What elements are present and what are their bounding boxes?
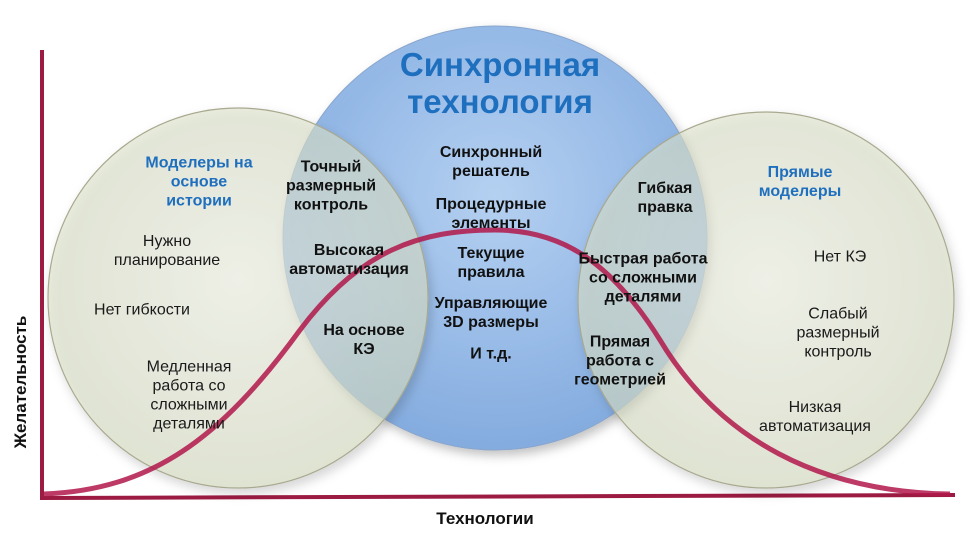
x-axis (39, 493, 956, 500)
left-circle (47, 107, 429, 489)
left-item: Нет гибкости (94, 301, 190, 319)
center-title-line-1: Синхронная (399, 46, 601, 84)
y-axis-label: Желательность (11, 315, 30, 449)
right-circle (577, 111, 955, 489)
center-title-line-2: технология (407, 83, 593, 120)
center-item: И т.д. (470, 345, 512, 363)
desirability-curve (43, 227, 951, 497)
center-title: Синхронная технология (399, 46, 601, 121)
x-axis-label: Технологии (436, 508, 534, 528)
right-item: Нет КЭ (813, 248, 867, 266)
